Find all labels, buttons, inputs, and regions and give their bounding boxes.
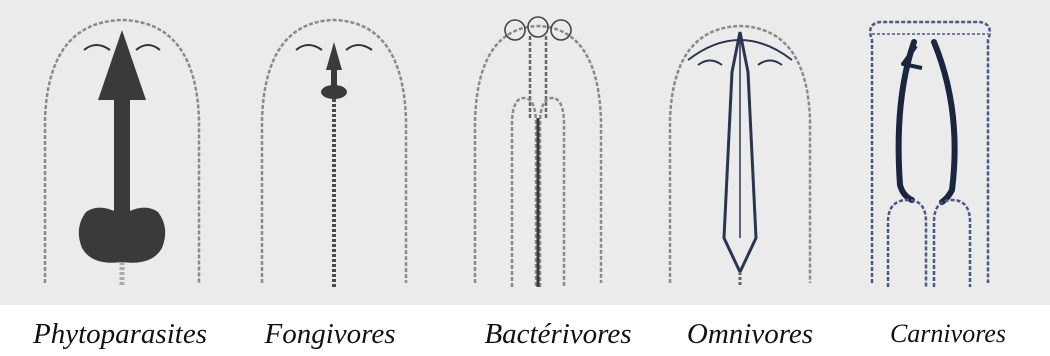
caption-omnivores: Omnivores xyxy=(670,314,830,354)
stylet-cone xyxy=(98,30,146,100)
head-fungivore xyxy=(262,20,406,287)
amphid-right xyxy=(758,61,782,66)
caption-bacterivores: Bactérivores xyxy=(458,314,658,354)
tooth xyxy=(903,46,922,68)
amphid-left xyxy=(296,45,322,50)
drawing-panel xyxy=(0,0,1050,305)
pharynx-right xyxy=(540,98,564,287)
amphid-left xyxy=(698,61,722,66)
head-phytoparasite xyxy=(45,20,199,287)
head-carnivore xyxy=(870,22,990,287)
pharynx-left xyxy=(888,200,926,287)
caption-carnivores: Carnivores xyxy=(858,314,1038,354)
mandible-right xyxy=(934,42,955,202)
amphid-right xyxy=(136,45,160,50)
head-omnivore xyxy=(670,26,810,287)
amphid-right xyxy=(346,45,372,50)
stylet-knob xyxy=(321,85,347,99)
stylet-tip xyxy=(326,42,342,70)
amphid-left xyxy=(84,45,110,50)
pharynx-left xyxy=(512,98,536,287)
head-bacterivore xyxy=(475,17,601,287)
pharynx-right xyxy=(934,200,970,287)
stylet-shaft xyxy=(114,98,130,228)
caption-phytoparasites: Phytoparasites xyxy=(14,314,226,354)
caption-fongivores: Fongivores xyxy=(240,314,420,354)
stylet-knobs xyxy=(79,208,165,263)
mouthparts-svg xyxy=(0,0,1050,305)
